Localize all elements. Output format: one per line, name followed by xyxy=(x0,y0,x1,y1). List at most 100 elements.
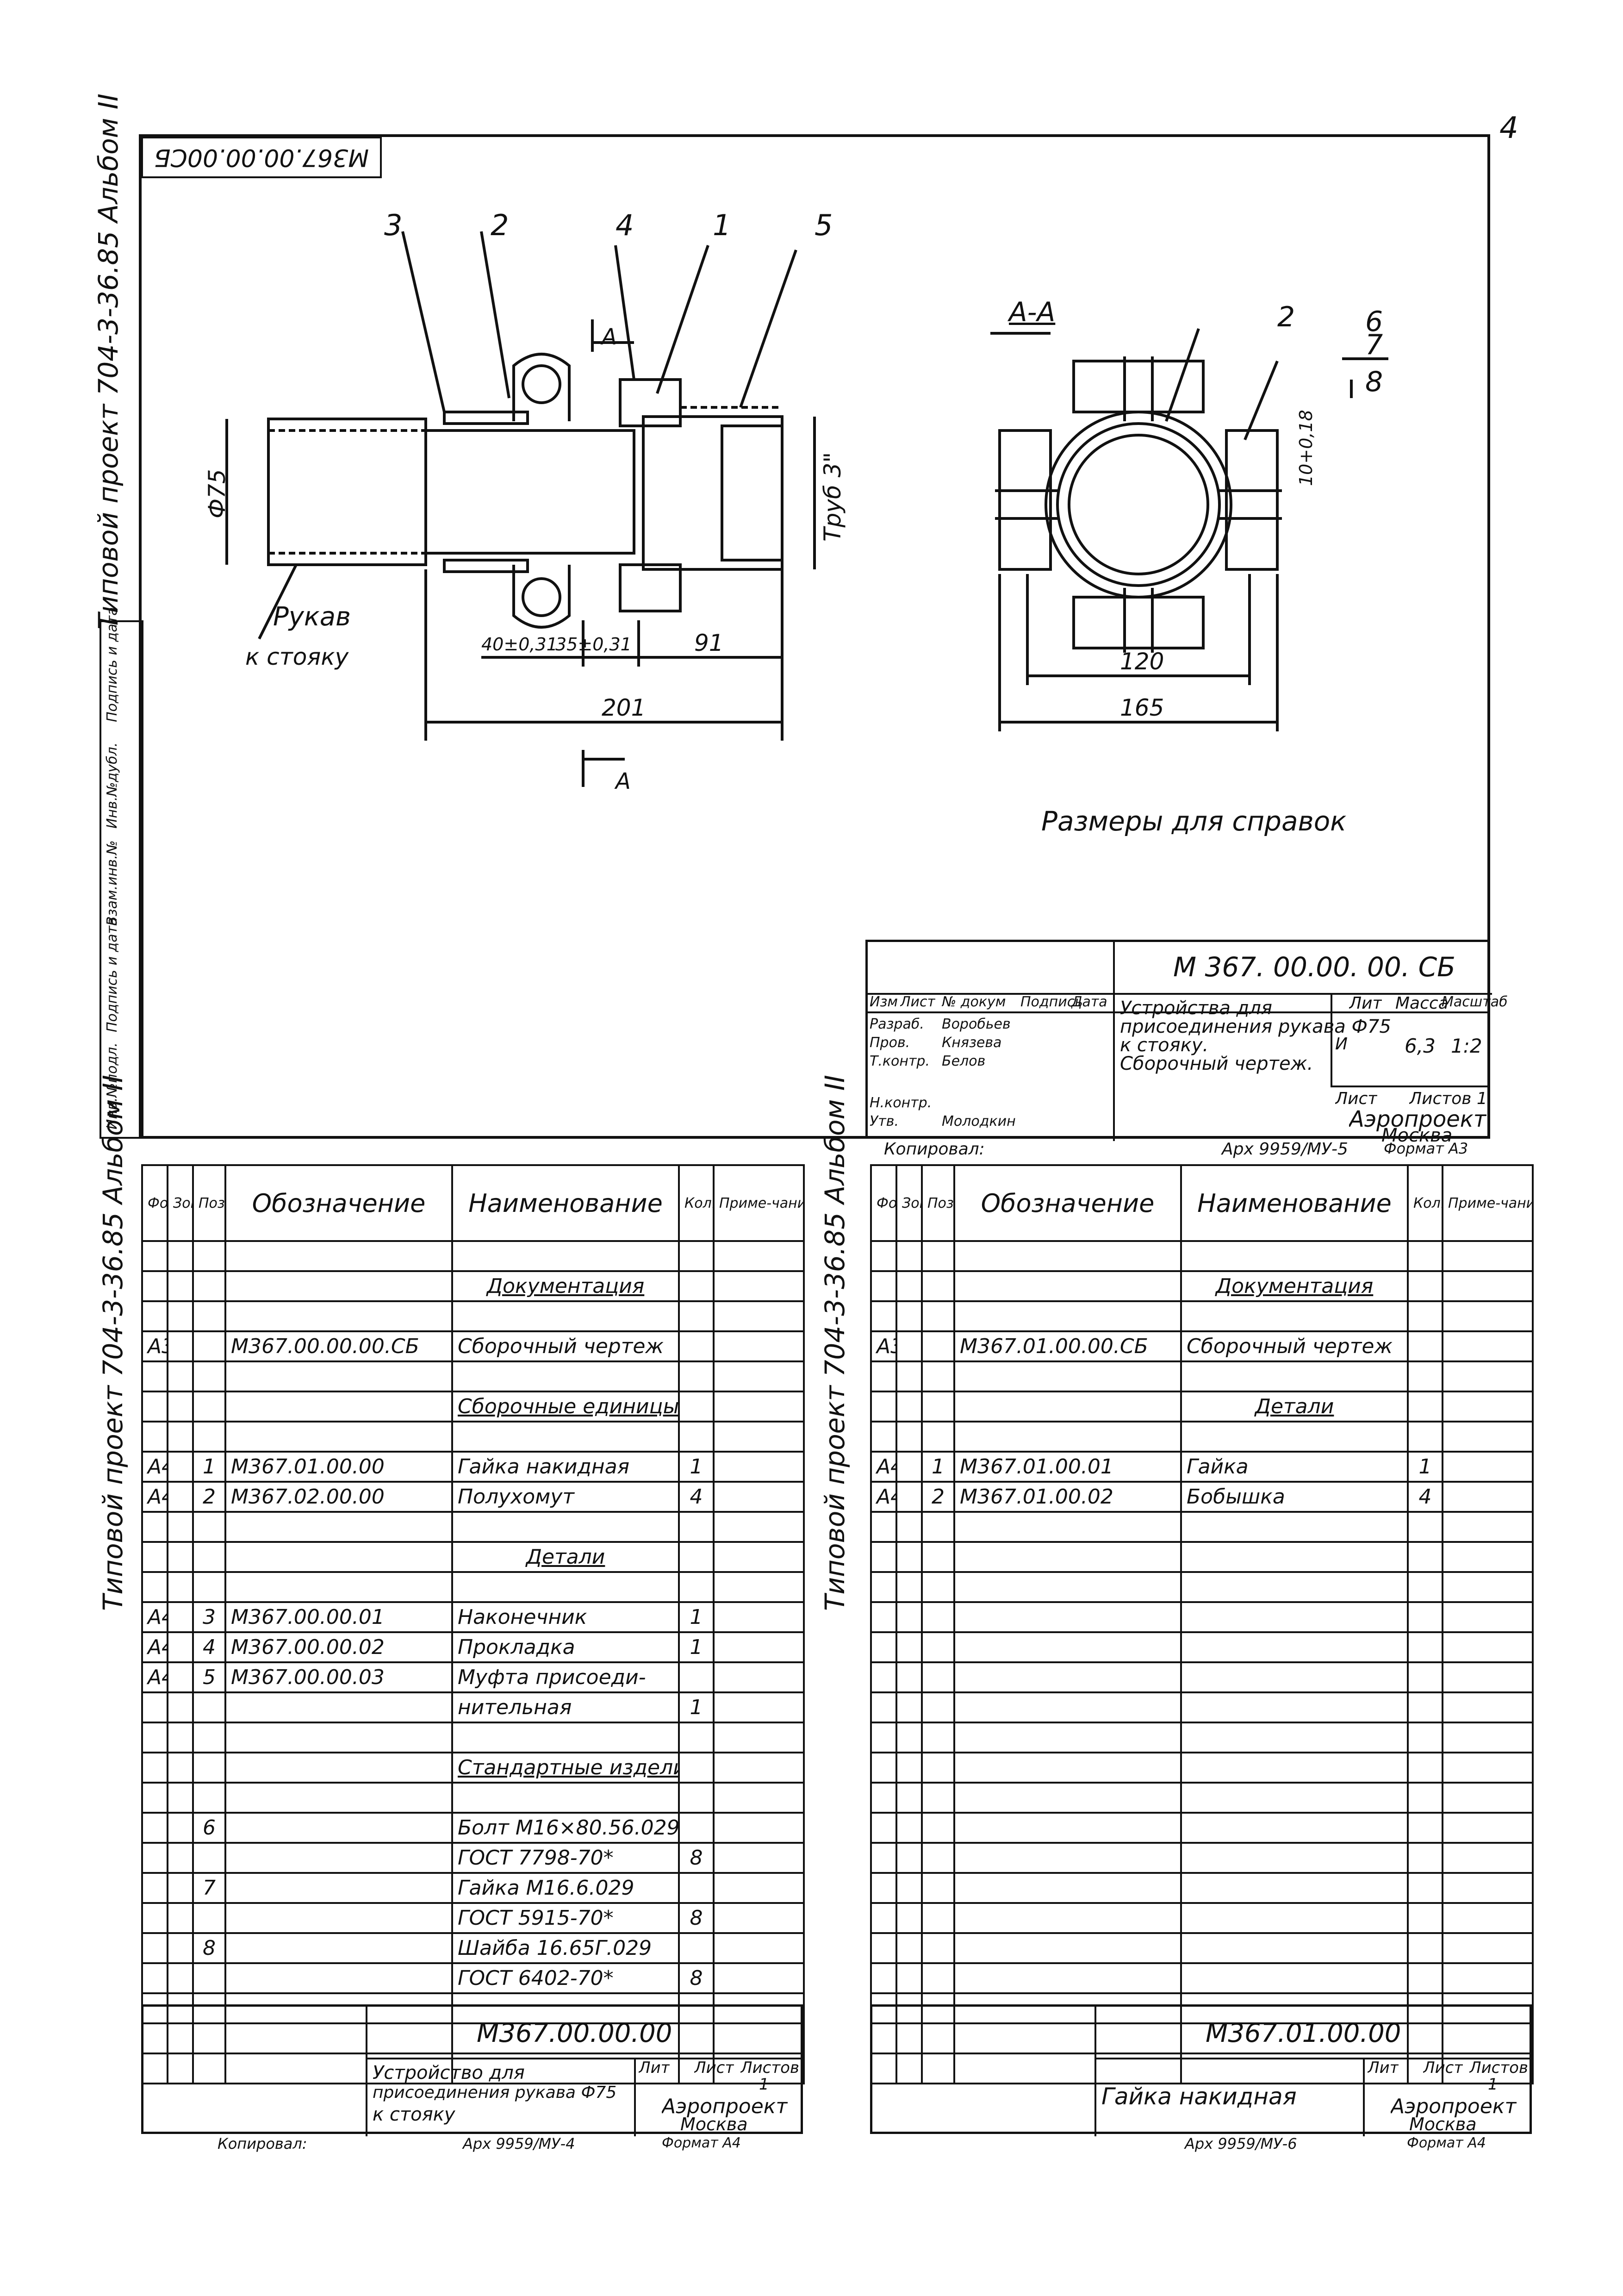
right-head-designation: Обозначение xyxy=(953,1164,1182,1242)
top-stamp-title-2: присоединения рукава Ф75 xyxy=(1120,1016,1391,1037)
left-spec-row xyxy=(141,1300,805,1332)
left-spec-cell-format xyxy=(141,1240,168,1272)
right-spec-cell-qty xyxy=(1407,1992,1443,2024)
right-spec-cell-designation: М367.01.00.00.СБ xyxy=(953,1330,1182,1362)
right-spec-row xyxy=(870,2022,1534,2054)
right-spec-cell-zone xyxy=(895,1541,923,1573)
left-spec-cell-pos xyxy=(192,1330,226,1362)
right-spec-cell-format xyxy=(870,1752,897,1784)
left-spec-table: Формат Зона Поз. Обозначение Наименовани… xyxy=(141,1164,805,2084)
left-spec-cell-pos xyxy=(192,1992,226,2024)
right-spec-cell-name xyxy=(1180,1421,1409,1453)
left-spec-text-qty: 8 xyxy=(690,1906,703,1930)
left-spec-cell-zone xyxy=(167,1902,194,1934)
left-album-label: Типовой проект 704-3-36.85 Альбом II xyxy=(97,1074,129,1611)
left-head-name: Наименование xyxy=(451,1164,680,1242)
right-spec-cell-name xyxy=(1180,1722,1409,1753)
right-spec-cell-format xyxy=(870,1300,897,1332)
left-spec-cell-format xyxy=(141,1932,168,1964)
left-spec-text-name: ГОСТ 6402-70* xyxy=(458,1966,614,1990)
right-spec-cell-zone xyxy=(895,1691,923,1723)
top-stamp-role-2: Пров. xyxy=(870,1035,910,1051)
right-spec-cell-format xyxy=(870,1812,897,1844)
left-spec-cell-zone xyxy=(167,1992,194,2024)
left-spec-cell-designation xyxy=(224,1360,453,1392)
left-spec-cell-name xyxy=(451,1782,680,1814)
right-spec-cell-designation xyxy=(953,1842,1182,1874)
right-spec-cell-format xyxy=(870,1391,897,1423)
left-spec-text-qty: 8 xyxy=(690,1846,703,1870)
left-spec-text-qty: 1 xyxy=(690,1605,703,1629)
right-spec-cell-note xyxy=(1442,1812,1534,1844)
right-spec-cell-note xyxy=(1442,1571,1534,1603)
left-spec-cell-format xyxy=(141,1812,168,1844)
right-spec-cell-format xyxy=(870,1601,897,1633)
left-spec-cell-format xyxy=(141,1872,168,1904)
left-spec-cell-note xyxy=(713,1842,805,1874)
left-spec-cell-format: А4 xyxy=(141,1631,168,1663)
left-spec-cell-format xyxy=(141,1571,168,1603)
leader-5: 5 xyxy=(815,208,833,242)
right-spec-cell-pos xyxy=(921,1270,955,1302)
right-spec-text-name: Бобышка xyxy=(1187,1485,1285,1509)
right-spec-cell-name: Документация xyxy=(1180,1270,1409,1302)
left-spec-cell-note xyxy=(713,1902,805,1934)
right-spec-cell-name xyxy=(1180,1752,1409,1784)
left-spec-text-format: А3 xyxy=(148,1335,166,1358)
right-spec-cell-note xyxy=(1442,1360,1534,1392)
left-spec-text-pos: 5 xyxy=(203,1666,216,1689)
left-spec-cell-format: А4 xyxy=(141,1601,168,1633)
right-spec-cell-name xyxy=(1180,1571,1409,1603)
left-spec-body: ДокументацияА3М367.00.00.00.СБСборочный … xyxy=(141,1240,805,2084)
left-spec-cell-format: А4 xyxy=(141,1481,168,1513)
right-spec-cell-note xyxy=(1442,1962,1534,1994)
left-spec-text-name: Болт М16×80.56.029 xyxy=(458,1816,679,1840)
right-stamp-title: Гайка накидная xyxy=(1101,2083,1297,2110)
right-spec-row xyxy=(870,1601,1534,1633)
right-spec-cell-format xyxy=(870,1661,897,1693)
top-stamp-archive: Арх 9959/МУ-5 xyxy=(1222,1140,1348,1159)
left-spec-cell-qty xyxy=(678,1330,715,1362)
left-spec-cell-designation xyxy=(224,1511,453,1543)
left-spec-cell-name: ГОСТ 6402-70* xyxy=(451,1962,680,1994)
right-spec-row: Документация xyxy=(870,1270,1534,1302)
left-spec-cell-pos xyxy=(192,1752,226,1784)
left-spec-cell-designation: М367.00.00.03 xyxy=(224,1661,453,1693)
left-spec-cell-format xyxy=(141,1902,168,1934)
left-spec-cell-designation xyxy=(224,1962,453,1994)
left-spec-cell-name: Болт М16×80.56.029 xyxy=(451,1812,680,1844)
right-spec-cell-pos xyxy=(921,1812,955,1844)
left-spec-cell-format xyxy=(141,1962,168,1994)
right-spec-cell-zone xyxy=(895,1932,923,1964)
left-spec-cell-note xyxy=(713,1661,805,1693)
right-spec-cell-zone xyxy=(895,1571,923,1603)
right-spec-cell-format xyxy=(870,1360,897,1392)
left-spec-row: ГОСТ 6402-70*8 xyxy=(141,1962,805,1994)
left-spec-text-name: Документация xyxy=(486,1274,645,1298)
right-spec-row xyxy=(870,2053,1534,2084)
left-spec-cell-zone xyxy=(167,1330,194,1362)
right-spec-cell-note xyxy=(1442,1782,1534,1814)
right-spec-cell-pos: 2 xyxy=(921,1481,955,1513)
right-spec-cell-note xyxy=(1442,1842,1534,1874)
right-spec-cell-qty xyxy=(1407,1601,1443,1633)
left-spec-row xyxy=(141,1992,805,2024)
left-spec-text-qty: 1 xyxy=(690,1455,703,1479)
right-spec-cell-qty xyxy=(1407,1631,1443,1663)
left-head-designation: Обозначение xyxy=(224,1164,453,1242)
right-spec-row xyxy=(870,1240,1534,1272)
right-spec-row xyxy=(870,1902,1534,1934)
right-stamp-archive: Арх 9959/МУ-6 xyxy=(1185,2135,1297,2152)
left-spec-cell-note xyxy=(713,1421,805,1453)
left-spec-text-format: А4 xyxy=(148,1455,166,1479)
left-spec-cell-pos xyxy=(192,1511,226,1543)
left-spec-text-pos: 1 xyxy=(203,1455,216,1479)
hose-shape xyxy=(267,418,427,566)
right-spec-cell-note xyxy=(1442,1992,1534,2024)
right-spec-cell-note xyxy=(1442,1451,1534,1483)
right-spec-row xyxy=(870,1661,1534,1693)
right-spec-cell-format xyxy=(870,1511,897,1543)
left-spec-cell-qty xyxy=(678,1360,715,1392)
left-spec-row: Сборочные единицы xyxy=(141,1391,805,1423)
